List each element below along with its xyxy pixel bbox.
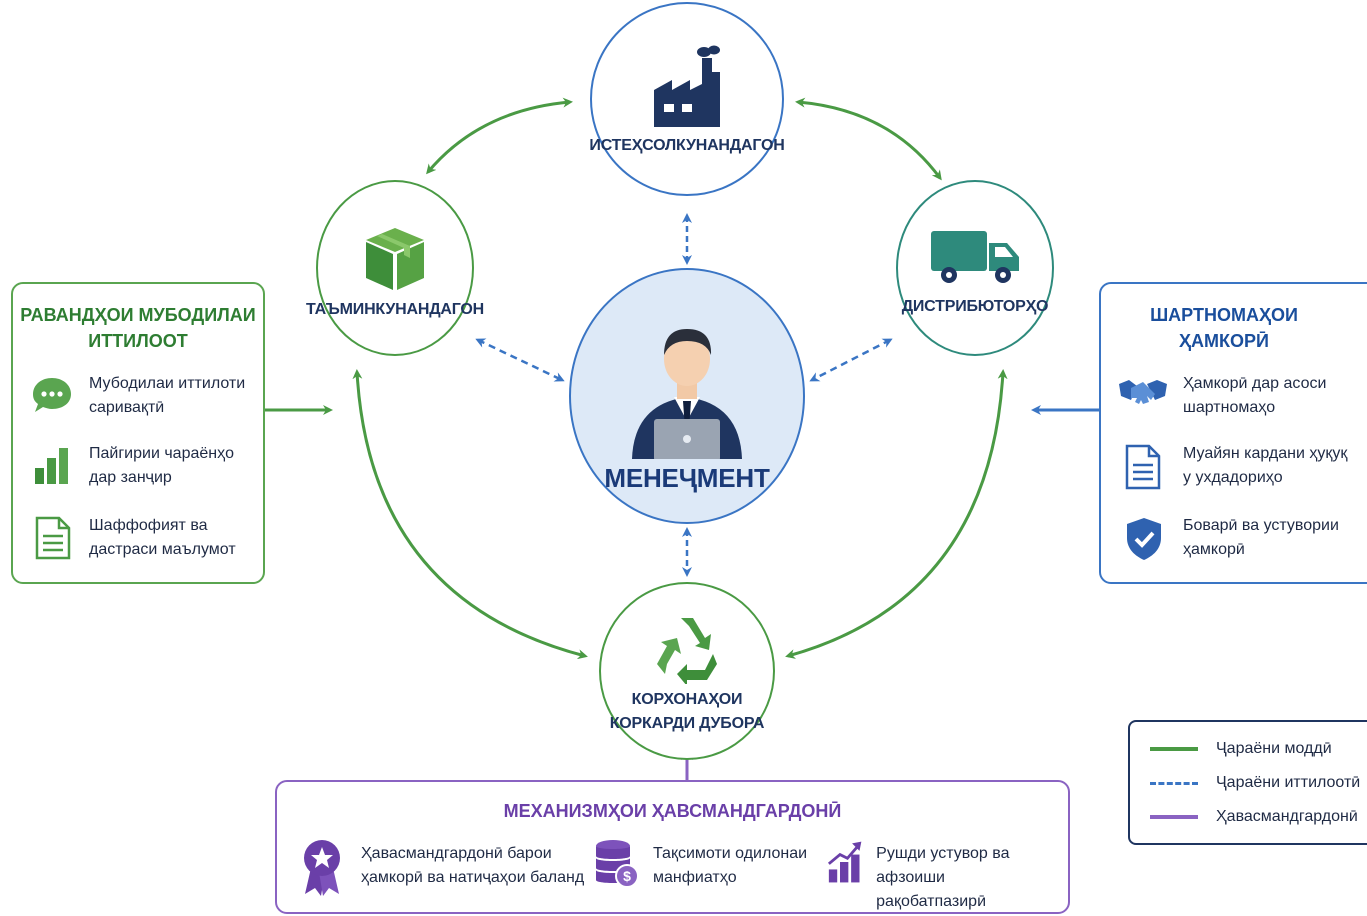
mechanism-item-growth: Рушди устувор ва афзоиши рақобатпазирӣ [827, 841, 1068, 914]
info-item-tracking-line1: Пайгирии чараёнҳо [89, 445, 234, 462]
legend: Ҷараёни моддӣ Ҷараёни иттилоотӣ Ҳавасман… [1128, 720, 1367, 845]
legend-row-incentives: Ҳавасмандгардонӣ [1150, 808, 1358, 826]
contracts-panel-title: ШАРТНОМАҲОИ ҲАМКОРӢ [1101, 302, 1347, 354]
incentive-mechanisms-panel: МЕХАНИЗМҲОИ ҲАВСМАНДГАРДОНӢ Ҳавасмандгар… [275, 780, 1070, 914]
contracts-item-basis-line1: Ҳамкорӣ дар асоси [1183, 375, 1327, 392]
contract-document-icon [1125, 444, 1161, 490]
award-ribbon-icon [304, 840, 340, 896]
info-item-tracking: Пайгирии чараёнҳо дар занҷир [31, 442, 234, 490]
mechanism-item-rewards-line2: ҳамкорӣ ва натиҷаҳои баланд [361, 869, 585, 886]
node-management: МЕНЕҶМЕНТ [569, 268, 805, 524]
mechanism-item-growth-line1: Рушди устувор ва афзоиши [876, 845, 1010, 886]
mechanism-item-distribution-line1: Тақсимоти одилонаи [653, 845, 808, 862]
info-item-timely-text: Мубодилаи иттилоти саривақтӣ [89, 372, 245, 420]
bar-chart-icon [35, 448, 68, 484]
contracts-item-rights: Муайян кардани ҳуқуқ у ухдадориҳо [1121, 442, 1347, 490]
legend-swatch-information [1150, 781, 1198, 785]
svg-text:$: $ [623, 868, 631, 884]
node-producers: ИСТЕҲСОЛКУНАНДАГОН [589, 2, 785, 196]
contracts-item-rights-line2: у ухдадориҳо [1183, 469, 1283, 486]
mechanism-item-distribution-text: Тақсимоти одилонаи манфиатҳо [653, 842, 807, 890]
manager-icon [632, 329, 742, 459]
material-flow-suppliers-producers [426, 97, 573, 175]
mechanisms-panel-title: МЕХАНИЗМҲОИ ҲАВСМАНДГАРДОНӢ [503, 801, 842, 821]
info-item-transparency-line2: дастраси маълумот [89, 541, 236, 558]
material-flow-suppliers-recycling [352, 369, 588, 660]
handshake-icon [1119, 380, 1167, 404]
recycle-icon [657, 618, 717, 684]
coins-stack-icon: $ [596, 840, 639, 888]
info-flow-suppliers-management [475, 338, 565, 382]
mechanism-item-rewards: Ҳавасмандгардонӣ барои ҳамкорӣ ва натиҷа… [301, 840, 584, 898]
suppliers-label: ТАЪМИНКУНАНДАГОН [306, 300, 485, 318]
contracts-item-basis-line2: шартномаҳо [1183, 399, 1276, 416]
contracts-item-trust-text: Боварӣ ва устувории ҳамкорӣ [1183, 514, 1339, 562]
growth-chart-icon [827, 841, 862, 883]
mechanism-item-distribution-line2: манфиатҳо [653, 869, 737, 886]
shield-check-icon [1127, 518, 1161, 560]
info-flow-distributors-management [809, 338, 893, 382]
truck-icon [931, 230, 1019, 283]
recycling-label-line2: КОРКАРДИ ДУБОРА [609, 715, 765, 732]
contracts-item-trust-line2: ҳамкорӣ [1183, 541, 1245, 558]
legend-text-incentives: Ҳавасмандгардонӣ [1216, 808, 1358, 825]
producers-label: ИСТЕҲСОЛКУНАНДАГОН [589, 136, 785, 154]
info-panel-title: РАВАНДҲОИ МУБОДИЛАИ ИТТИЛООТ [13, 302, 263, 354]
material-flow-distributors-recycling [785, 369, 1008, 659]
info-exchange-panel: РАВАНДҲОИ МУБОДИЛАИ ИТТИЛООТ Мубодилаи и… [11, 282, 265, 584]
legend-swatch-material [1150, 747, 1198, 751]
factory-icon [654, 45, 720, 127]
legend-swatch-incentives [1150, 815, 1198, 819]
distributors-label: ДИСТРИБЮТОРҲО [901, 297, 1049, 315]
material-flow-producers-distributors [795, 97, 942, 181]
management-label: МЕНЕҶМЕНТ [604, 463, 770, 493]
contracts-item-basis-text: Ҳамкорӣ дар асоси шартномаҳо [1183, 372, 1326, 420]
recycling-label-line1: КОРХОНАҲОИ [631, 691, 743, 708]
info-item-transparency: Шаффофият ва дастраси маълумот [31, 514, 236, 562]
contracts-item-rights-line1: Муайян кардани ҳуқуқ [1183, 445, 1348, 462]
legend-text-material: Ҷараёни моддӣ [1216, 740, 1332, 757]
contracts-panel-title-line2: ҲАМКОРӢ [1179, 331, 1269, 351]
info-panel-title-line1: РАВАНДҲОИ МУБОДИЛАИ [20, 305, 256, 325]
info-panel-title-line2: ИТТИЛООТ [88, 331, 188, 351]
mechanism-item-distribution: $ Тақсимоти одилонаи манфиатҳо [593, 840, 807, 890]
contracts-item-basis: Ҳамкорӣ дар асоси шартномаҳо [1117, 372, 1326, 420]
chat-bubble-icon [33, 378, 71, 412]
node-distributors: ДИСТРИБЮТОРҲО [896, 180, 1054, 356]
node-recycling: КОРХОНАҲОИ КОРКАРДИ ДУБОРА [599, 582, 775, 760]
box-icon [366, 227, 424, 290]
info-item-transparency-text: Шаффофият ва дастраси маълумот [89, 514, 236, 562]
info-item-timely-line1: Мубодилаи иттилоти [89, 375, 246, 392]
contracts-item-rights-text: Муайян кардани ҳуқуқ у ухдадориҳо [1183, 442, 1347, 490]
node-suppliers: ТАЪМИНКУНАНДАГОН [306, 180, 484, 356]
mechanism-item-growth-line2: рақобатпазирӣ [876, 893, 986, 910]
contracts-item-trust-line1: Боварӣ ва устувории [1183, 517, 1339, 534]
contracts-panel-title-line1: ШАРТНОМАҲОИ [1150, 305, 1298, 325]
legend-row-information: Ҷараёни иттилоотӣ [1150, 774, 1360, 792]
document-icon [35, 516, 71, 560]
info-item-transparency-line1: Шаффофият ва [89, 517, 208, 534]
legend-text-information: Ҷараёни иттилоотӣ [1216, 774, 1361, 791]
info-item-tracking-text: Пайгирии чараёнҳо дар занҷир [89, 442, 234, 490]
legend-row-material: Ҷараёни моддӣ [1150, 740, 1332, 758]
contracts-item-trust: Боварӣ ва устувории ҳамкорӣ [1123, 514, 1339, 562]
mechanism-item-rewards-text: Ҳавасмандгардонӣ барои ҳамкорӣ ва натиҷа… [361, 842, 584, 890]
recycling-label: КОРХОНАҲОИ КОРКАРДИ ДУБОРА [610, 688, 765, 736]
info-item-tracking-line2: дар занҷир [89, 469, 172, 486]
info-item-timely-line2: саривақтӣ [89, 399, 165, 416]
mechanism-item-growth-text: Рушди устувор ва афзоиши рақобатпазирӣ [876, 842, 1068, 914]
contracts-panel: ШАРТНОМАҲОИ ҲАМКОРӢ Ҳамкорӣ дар асоси ша… [1099, 282, 1367, 584]
info-item-timely: Мубодилаи иттилоти саривақтӣ [31, 372, 245, 420]
mechanism-item-rewards-line1: Ҳавасмандгардонӣ барои [361, 845, 552, 862]
